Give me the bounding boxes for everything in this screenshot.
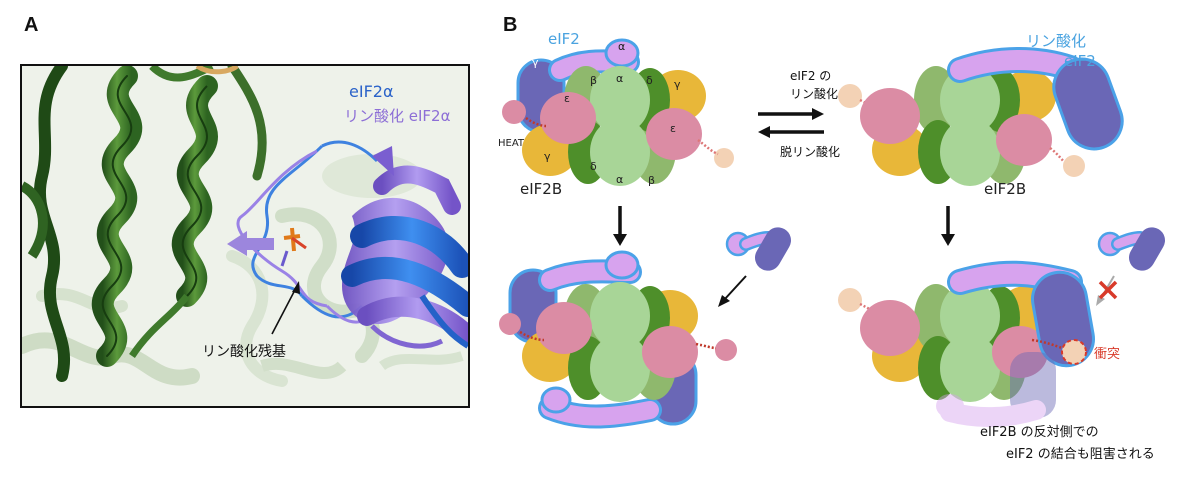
clash-circle — [1061, 339, 1087, 365]
eif2b-alpha-letter-bottom: α — [616, 173, 623, 186]
eif2b-epsilon-letter-left: ε — [564, 92, 570, 105]
p-eif2a-label: リン酸化 eIF2α — [344, 107, 451, 125]
eif2b-alpha-letter-top: α — [616, 72, 623, 85]
eif2a-loops — [227, 140, 379, 324]
free-eif2-left — [718, 227, 791, 307]
eif2-alpha-letter: α — [618, 40, 625, 53]
phosphorylation-arrows: eIF2 の リン酸化 脱リン酸化 — [758, 69, 840, 159]
eif2b-beta-letter-bottom: β — [648, 174, 655, 187]
residue-pointer-arrow — [271, 281, 300, 335]
note-line-1: eIF2B の反対側での — [980, 425, 1099, 440]
arrow-rev-label: 脱リン酸化 — [780, 144, 840, 159]
down-arrows — [613, 206, 955, 246]
eif2a-label: eIF2α — [349, 82, 394, 101]
eif2a-core — [341, 146, 468, 349]
structure-image: eIF2α リン酸化 eIF2α リン酸化残基 — [22, 66, 468, 387]
eif2-top-left — [516, 38, 640, 134]
eif2-gamma-letter: γ — [532, 56, 539, 69]
eif2-label: eIF2 — [548, 30, 580, 48]
block-x-icon — [1098, 280, 1118, 300]
phospho-residue — [280, 227, 307, 267]
eif2b-beta-letter-top: β — [590, 74, 597, 87]
structure-panel: eIF2α リン酸化 eIF2α リン酸化残基 — [20, 64, 470, 408]
eif2b-delta-letter-bottom: δ — [590, 160, 597, 173]
panel-a-letter: A — [24, 14, 39, 36]
eif2b-gamma-letter-bottom: γ — [544, 150, 551, 163]
heat-label: HEAT — [498, 138, 525, 149]
p-eif2-label-1: リン酸化 — [1026, 32, 1086, 50]
clash-label: 衝突 — [1094, 346, 1120, 362]
eif2b-label-left: eIF2B — [520, 180, 562, 198]
eif2b-epsilon-letter-right: ε — [670, 122, 676, 135]
p-eif2-label-2: eIF2 — [1064, 52, 1096, 70]
eif2b-label-right: eIF2B — [984, 180, 1026, 198]
green-helices — [22, 66, 267, 382]
complex-eif2b-two-eif2 — [499, 250, 737, 429]
eif2b-delta-letter-top: δ — [646, 74, 653, 87]
eif2b-gamma-letter-top: γ — [674, 78, 681, 91]
complex-eif2b-p-eif2-clash: 衝突 — [838, 260, 1120, 428]
panel-b-letter: B — [503, 14, 518, 36]
schematic-panel: α γ α α β β δ δ γ γ ε ε eIF2 HEAT eIF2B … — [498, 30, 1165, 462]
free-p-eif2-right — [1096, 227, 1165, 306]
note-line-2: eIF2 の結合も阻害される — [1006, 446, 1155, 462]
arrow-fwd-label-2: リン酸化 — [790, 86, 838, 101]
complex-eif2b-eif2-bound: α γ α α β β δ δ γ γ ε ε eIF2 HEAT eIF2B — [498, 30, 734, 198]
complex-eif2b-p-eif2: リン酸化 eIF2 eIF2B — [838, 32, 1124, 198]
phospho-residue-label: リン酸化残基 — [202, 343, 286, 360]
blocked-eif2-ghost — [936, 352, 1056, 428]
arrow-fwd-label-1: eIF2 の — [790, 69, 831, 83]
